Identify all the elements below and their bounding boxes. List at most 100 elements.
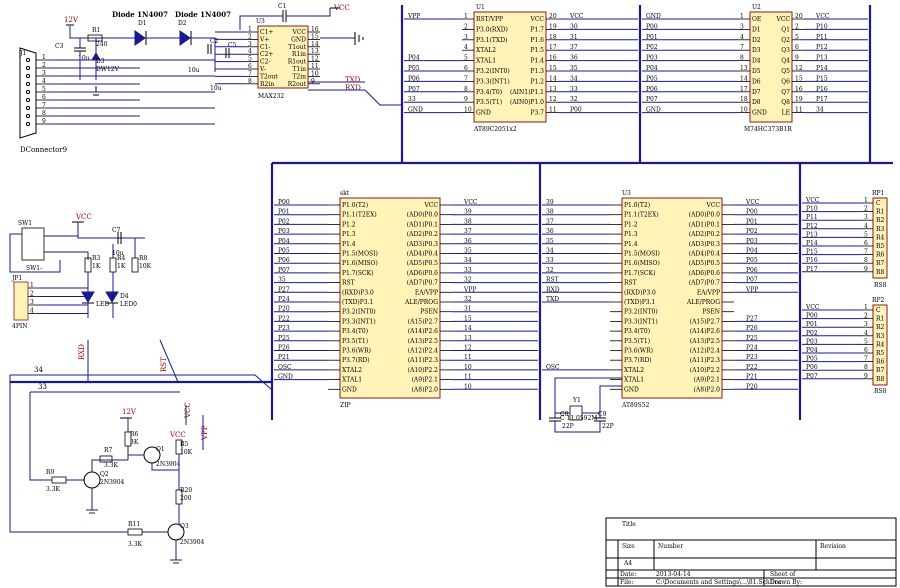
pin-name: R1 <box>876 209 884 216</box>
pin-name: C2- <box>260 59 270 66</box>
net-label: 39 <box>546 199 554 206</box>
led-d5-symbol <box>105 291 119 303</box>
net-label: P04 <box>746 248 758 255</box>
pin-name: R2 <box>876 324 885 331</box>
net-label: P01 <box>646 34 658 41</box>
net-label: P03 <box>806 338 818 345</box>
power-supply-section: 12V R1 240 Diode 1N4007 D1 Diode 1N4007 … <box>55 3 402 106</box>
net-label: VCC <box>569 13 584 20</box>
net-label: GND <box>646 107 661 114</box>
diode-d1-symbol <box>134 30 146 46</box>
pin-name: P3.3(INT1) <box>476 78 510 85</box>
rxd-net-label: RXD <box>345 84 361 92</box>
pin-name: (A9)P2.1 <box>412 377 438 384</box>
net-label: 37 <box>464 228 472 235</box>
c3-ref: C3 <box>55 43 64 50</box>
pin-number: 2 <box>248 33 252 40</box>
db9-name: DConnector9 <box>20 146 67 154</box>
net-label: P01 <box>746 218 758 225</box>
pin-name: T2out <box>260 73 278 80</box>
pin-name: GND <box>342 386 357 393</box>
r7-ref: R7 <box>104 447 113 454</box>
db9-pin-dot <box>25 105 31 111</box>
pin-name: (AD5)P0.5 <box>689 260 720 267</box>
c9-ref: C9 <box>598 411 607 418</box>
size-value: A4 <box>623 560 632 567</box>
net-label: P20 <box>278 306 290 313</box>
pin-number: 14 <box>311 41 319 48</box>
u3b-name: AT89S52 <box>621 402 650 409</box>
driver-section: 34 33 RXD RST VCC VPP 12V R9 3.3K Q2 2N3… <box>9 339 273 564</box>
net-label: P27 <box>746 315 758 322</box>
pin-name: (AD2)P0.2 <box>689 231 720 238</box>
resistor-pack-rp1: RP1 RS8 C1VCCR12P10R23P11R34P12R45P13R56… <box>802 190 888 289</box>
pin-name: (AD7)P0.7 <box>407 280 438 287</box>
pin-number: 11 <box>795 107 803 114</box>
pin-name: (AD3)P0.3 <box>407 241 438 248</box>
pin-number: 11 <box>311 63 319 70</box>
pin-name: (A14)P2.6 <box>408 328 438 335</box>
net-label: P01 <box>278 209 290 216</box>
net-label: GND <box>278 374 293 381</box>
pin-name: (A9)P2.1 <box>694 377 720 384</box>
pin-name: Q1 <box>781 26 790 33</box>
c8-value: 22P <box>562 423 574 430</box>
pin-name: C2+ <box>260 51 273 58</box>
r5-vcc-label: VCC <box>169 431 186 439</box>
r1-value: 240 <box>96 41 108 48</box>
pin-number: 5 <box>864 231 868 238</box>
net-label: P23 <box>746 354 758 361</box>
net-label: 32 <box>546 267 554 274</box>
pin-number: 4 <box>248 48 252 55</box>
net-label: 34 <box>570 75 578 82</box>
pin-name: C1+ <box>260 29 273 36</box>
pin-name: PSEN <box>702 309 720 316</box>
pin-name: VCC <box>775 16 790 23</box>
pin-number: 2 <box>795 23 799 30</box>
pin-number: 5 <box>248 56 252 63</box>
net-label: VCC <box>805 197 820 204</box>
pin-name: (A13)P2.5 <box>690 338 720 345</box>
pin-number: 4 <box>42 78 46 85</box>
pin-number: 19 <box>795 96 803 103</box>
txd-net-label: TXD <box>345 76 361 84</box>
max232-name: MAX232 <box>258 93 284 100</box>
r6-value: 3K <box>130 439 139 446</box>
u3b-pins: P1.0(T2)39P1.1(T2EX)38P1.237P1.336P1.435… <box>542 199 798 393</box>
db9-pin-dot <box>25 57 31 63</box>
pin-number: 8 <box>42 110 46 117</box>
c5-ref: C5 <box>228 42 237 49</box>
switch-sw1 <box>21 227 45 261</box>
pin-name: (A12)P2.4 <box>690 348 720 355</box>
pin-name: P3.4(T0) <box>342 328 368 335</box>
pin-number: 9 <box>795 55 799 62</box>
pin-number: 6 <box>864 347 868 354</box>
c3-value: 10u <box>78 55 90 62</box>
net-label: 35 <box>278 277 286 284</box>
pin-name: ALE/PROG <box>686 299 720 306</box>
pin-name: P1.5 <box>530 47 544 54</box>
pin-name: P1.7(SCK) <box>624 270 655 277</box>
net-label: 31 <box>464 306 472 313</box>
pin-number: 5 <box>42 86 46 93</box>
pin-number: 3 <box>30 299 34 306</box>
zif-chip <box>339 197 441 399</box>
pin-number: 16 <box>311 26 319 33</box>
rp2-ref: RP2 <box>872 297 885 304</box>
pin-name: (A15)P2.7 <box>690 318 720 325</box>
pin-number: 8 <box>864 364 868 371</box>
net-label: P15 <box>816 75 828 82</box>
net-label: P02 <box>646 44 658 51</box>
net-label: P02 <box>746 228 758 235</box>
pin-name: XTAL1 <box>624 377 644 384</box>
net-label: P03 <box>278 228 290 235</box>
pin-number: 10 <box>740 107 748 114</box>
pin-number: 2 <box>42 62 46 69</box>
pin-number: 7 <box>464 75 468 82</box>
net-label: 36 <box>464 238 472 245</box>
pin-name: (A8)P2.0 <box>694 386 721 393</box>
pin-name: (AD1)P0.1 <box>689 221 720 228</box>
net-label: 15 <box>464 315 472 322</box>
crystal-freq: C 11.0592M <box>560 415 597 422</box>
net-label: P00 <box>746 209 758 216</box>
